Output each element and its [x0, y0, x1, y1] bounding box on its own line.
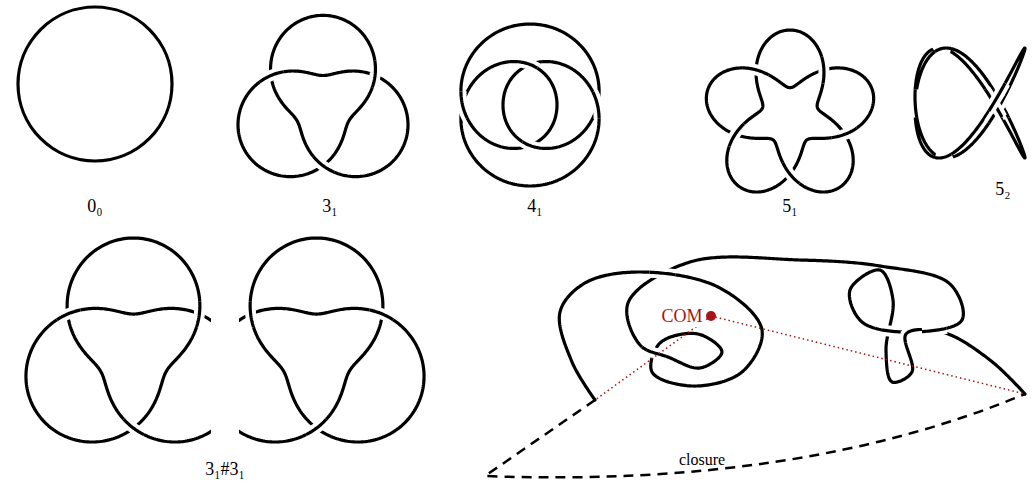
over-strand [783, 163, 800, 184]
knot-curve [26, 238, 211, 442]
over-strand [593, 92, 599, 119]
crossing-gap [306, 419, 326, 434]
over-strand [523, 142, 539, 148]
com-dot [706, 311, 716, 321]
over-strand [935, 48, 951, 52]
crossing-gap [905, 329, 922, 342]
three-twist-knot [915, 48, 1025, 158]
over-strand [57, 310, 81, 320]
crossing-gap [523, 142, 539, 148]
trefoil-knot [238, 15, 408, 176]
com-leader [711, 316, 1025, 394]
crossing-gap [921, 328, 947, 331]
over-strand [729, 124, 744, 146]
over-strand [461, 91, 467, 118]
crossing-gap [729, 124, 744, 146]
crossing-gap [915, 89, 917, 117]
over-strand [649, 272, 675, 275]
knot-name: 5₂ [995, 180, 1010, 200]
figure-eight-knot [461, 24, 599, 186]
crossing-gap [649, 272, 675, 275]
open-knotted-chain [559, 257, 1025, 400]
trefoil-summand [239, 238, 424, 442]
knot-name: 4₁ [527, 197, 542, 217]
crossing-gap [593, 92, 599, 119]
over-strand [313, 156, 334, 172]
chain-curve [559, 257, 1025, 400]
over-strand [989, 83, 1005, 111]
crossing-gap [521, 62, 537, 68]
over-strand [250, 302, 253, 327]
knot-name: 3₁ [322, 197, 337, 217]
over-strand [832, 128, 857, 138]
crossing-gap [832, 128, 857, 138]
over-strand [306, 419, 326, 434]
knot-curve [915, 48, 1025, 158]
unknot [18, 7, 172, 161]
com-leader [595, 316, 711, 400]
knot-curve [239, 238, 424, 442]
crossing-gap [783, 163, 800, 184]
knot-name: 0₀ [87, 197, 102, 217]
knot-name: 5₁ [782, 197, 797, 217]
cinquefoil-knot [706, 30, 873, 192]
crossing-gap [642, 347, 666, 356]
crossing-gap [370, 310, 394, 320]
crossing-gap [935, 154, 951, 158]
over-strand [197, 302, 200, 327]
over-strand [915, 89, 917, 117]
over-strand [935, 154, 951, 158]
crossing-gap [822, 57, 824, 84]
crossing-gap [989, 83, 1005, 111]
closure-line [485, 394, 1025, 477]
knot-curve [706, 30, 873, 192]
knot-curve [238, 15, 408, 176]
crossing-gap [313, 156, 334, 172]
over-strand [743, 68, 769, 75]
crossing-gap [124, 419, 144, 434]
over-strand [124, 419, 144, 434]
over-strand [370, 310, 394, 320]
crossing-gap [875, 328, 901, 332]
crossing-gap [57, 310, 81, 320]
over-strand [260, 72, 284, 82]
knot-name: 3₁#3₁ [205, 460, 245, 480]
knot-curve [461, 24, 599, 186]
over-strand [875, 328, 901, 332]
com-label: COM [659, 307, 704, 327]
crossing-gap [197, 302, 200, 327]
crossing-gap [260, 72, 284, 82]
crossing-gap [372, 61, 375, 87]
over-strand [372, 61, 375, 87]
over-strand [521, 62, 537, 68]
over-strand [921, 328, 947, 331]
over-strand [822, 57, 824, 84]
over-strand [905, 329, 922, 342]
crossing-gap [250, 302, 253, 327]
crossing-gap [461, 91, 467, 118]
over-strand [642, 347, 666, 356]
trefoil-summand [26, 238, 211, 442]
closure-label: closure [679, 451, 725, 469]
crossing-gap [935, 48, 951, 52]
crossing-gap [743, 68, 769, 75]
